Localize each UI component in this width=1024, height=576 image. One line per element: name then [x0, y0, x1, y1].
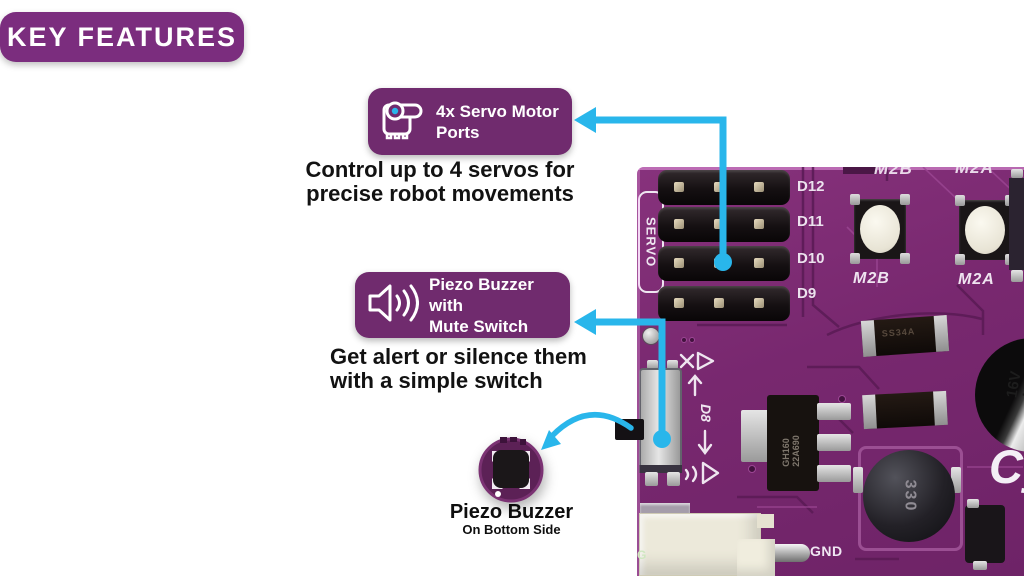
pcb-photo: SERVO D12 D11 D10 D9 M2B M2A M2B [637, 167, 1024, 576]
servo-callout-title-line2: Ports [436, 122, 480, 142]
inductor-330: 330 [863, 450, 955, 542]
buzzer-callout-title-line2: Mute Switch [429, 316, 529, 336]
silkscreen-gnd: GND [810, 543, 843, 559]
diode-ss34a-1: SS34A [860, 315, 950, 357]
key-features-badge: KEY FEATURES [0, 12, 244, 62]
servo-callout-title-line1: 4x Servo Motor [436, 101, 559, 121]
piezo-buzzer-sublabel: On Bottom Side [462, 522, 561, 537]
capacitor-marking: 16V UT [1003, 369, 1024, 400]
speaker-sound-icon [367, 280, 419, 331]
button-m2b [850, 192, 910, 266]
buzzer-arrowhead [574, 309, 596, 335]
silkscreen-d8-label: D8 [698, 404, 714, 422]
voltage-regulator: GH160 22A690 [767, 395, 819, 491]
silkscreen-m2b-top: M2B [874, 167, 913, 178]
buzzer-description-line1: Get alert or silence them [330, 344, 587, 369]
regulator-marking: GH160 22A690 [780, 435, 801, 467]
silkscreen-edge-label: G [637, 548, 647, 562]
edge-component [1009, 178, 1024, 270]
servo-header-d10 [658, 246, 790, 281]
servo-motor-icon [380, 94, 426, 149]
servo-header-d11 [658, 207, 790, 242]
buzzer-description-line2: with a simple switch [330, 368, 543, 393]
button-m2a [955, 193, 1015, 267]
buzzer-callout: Piezo Buzzer with Mute Switch [355, 272, 570, 338]
inductor-marking: 330 [900, 479, 918, 513]
brand-logo-fragment: Cy [989, 440, 1024, 493]
mute-switch-silkscreen-icons: D8 [679, 351, 720, 485]
servo-description: Control up to 4 servos for precise robot… [300, 158, 580, 206]
pin-label-d12: D12 [797, 178, 825, 195]
pin-label-d11: D11 [797, 213, 824, 230]
smd-transistor [965, 505, 1005, 563]
piezo-buzzer-label: Piezo Buzzer [449, 501, 574, 523]
servo-arrowhead [574, 107, 596, 133]
silkscreen-m2b: M2B [853, 270, 890, 287]
mute-switch-lever [615, 419, 644, 440]
servo-header-d9 [658, 286, 790, 321]
servo-callout: 4x Servo Motor Ports [368, 88, 572, 155]
servo-port-silkscreen-label: SERVO [643, 216, 659, 268]
diode-ss34a-2 [862, 390, 948, 430]
pin-label-d10: D10 [797, 250, 825, 267]
servo-description-line2: precise robot movements [306, 181, 574, 206]
inductor-pad [858, 446, 963, 551]
buzzer-callout-title-line1: Piezo Buzzer with [429, 274, 534, 315]
pin-label-d9: D9 [797, 285, 817, 302]
diode-marking: SS34A [881, 326, 916, 339]
silkscreen-m2a: M2A [958, 271, 995, 288]
buzzer-description: Get alert or silence them with a simple … [330, 345, 590, 393]
servo-header-d12 [658, 170, 790, 205]
servo-description-line1: Control up to 4 servos for [305, 157, 575, 182]
silkscreen-m2a-top: M2A [955, 167, 994, 177]
piezo-buzzer-photo [478, 437, 544, 503]
connector-shield [640, 503, 690, 513]
key-features-badge-label: KEY FEATURES [6, 21, 238, 52]
curved-arrowhead [541, 430, 561, 450]
solder-joint [642, 327, 660, 345]
